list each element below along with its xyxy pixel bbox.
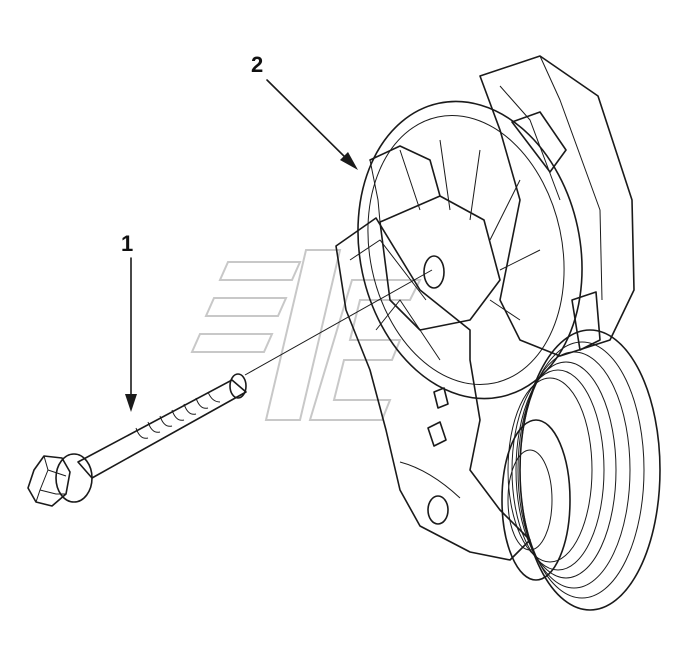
callout-number-tensioner: 2 <box>251 52 264 77</box>
bolt-icon <box>27 373 247 507</box>
alignment-line <box>244 269 433 376</box>
leader-arrow-1 <box>125 257 137 412</box>
watermark-logo-icon <box>190 249 422 421</box>
callout-number-bolt: 1 <box>121 231 134 256</box>
belt-tensioner-icon <box>335 55 661 611</box>
leader-arrow-2 <box>266 79 358 170</box>
